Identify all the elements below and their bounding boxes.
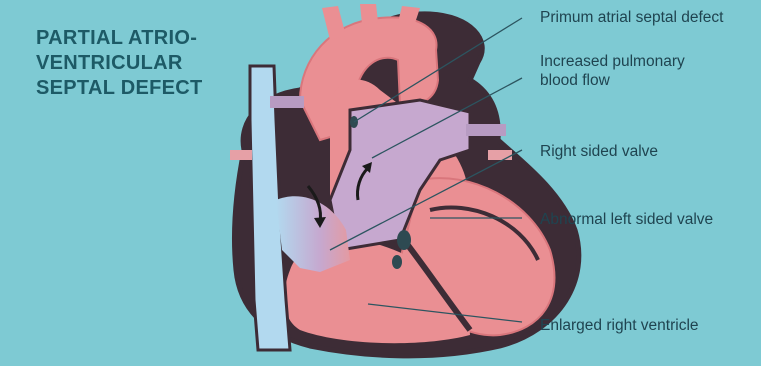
aortic-branch-1 <box>322 6 346 40</box>
pulmonary-branch-left <box>270 96 304 108</box>
valve-marker-1 <box>397 230 411 250</box>
label-pulmonary-line-1: Increased pulmonary <box>540 52 685 71</box>
aortic-branch-2 <box>360 4 378 24</box>
label-right-sided-valve: Right sided valve <box>540 142 658 161</box>
label-primum-defect: Primum atrial septal defect <box>540 8 724 27</box>
label-left-sided-valve: Abnormal left sided valve <box>540 210 713 229</box>
label-right-ventricle: Enlarged right ventricle <box>540 316 699 335</box>
label-pulmonary-line-2: blood flow <box>540 71 610 90</box>
pulmonary-vein-1 <box>230 150 252 160</box>
pulmonary-branch-right <box>466 124 506 136</box>
valve-marker-2 <box>392 255 402 269</box>
pulmonary-vein-2 <box>488 150 512 160</box>
